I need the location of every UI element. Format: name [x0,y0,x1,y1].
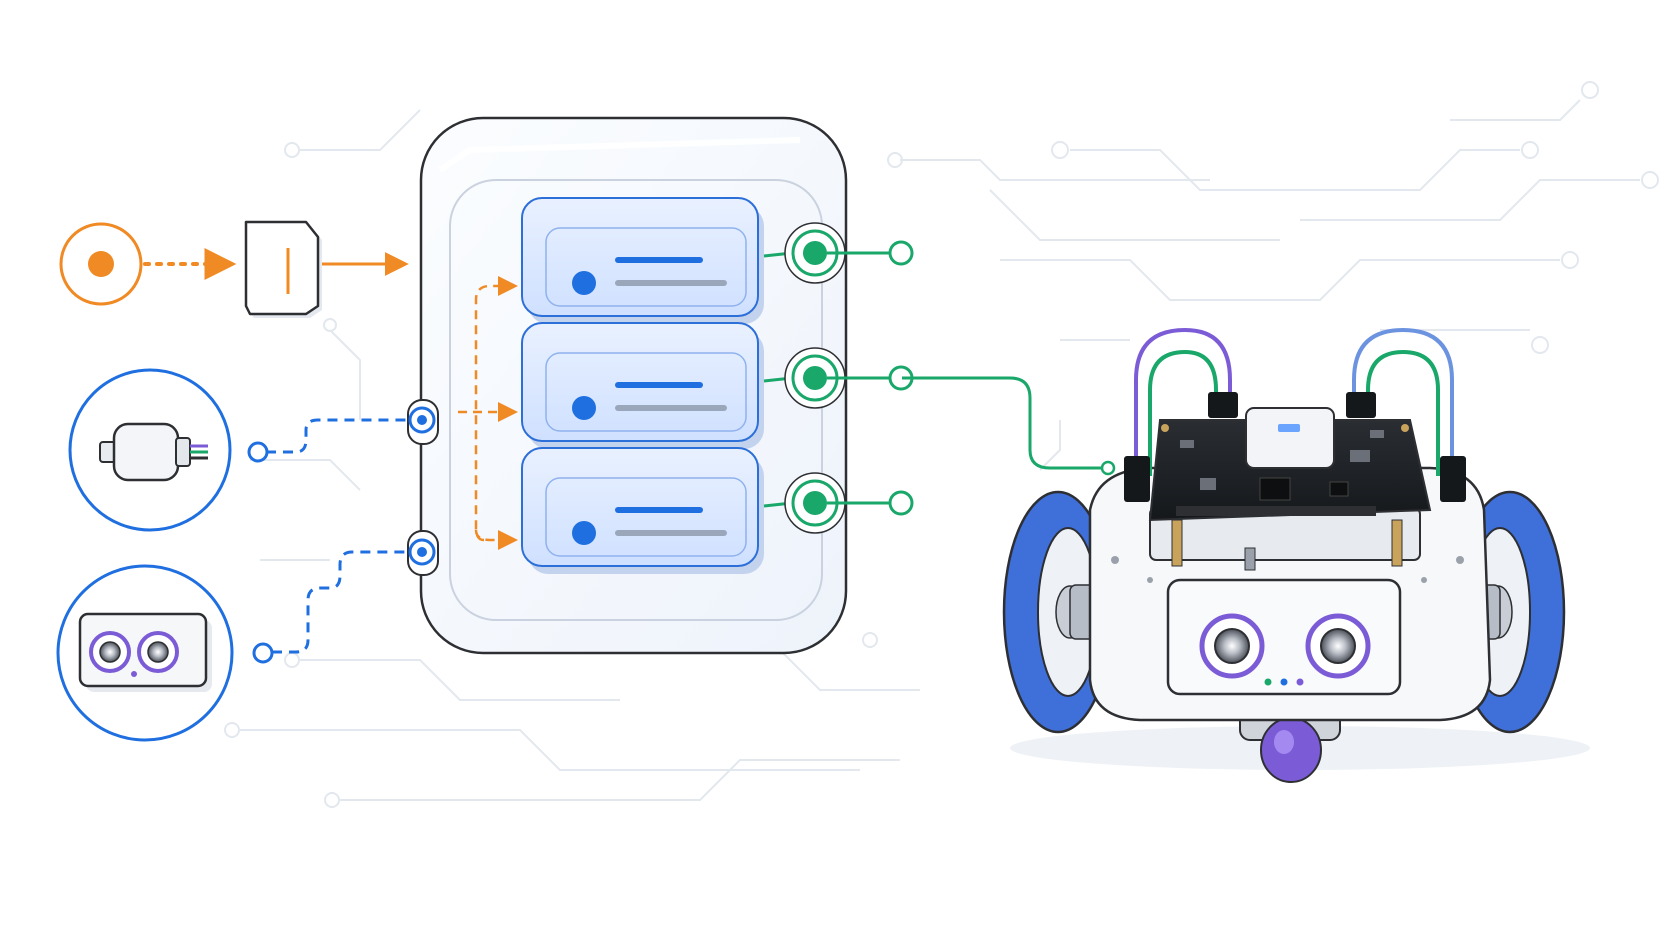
module-status-dot [572,396,596,420]
left-wheel-icon [1002,490,1114,734]
module-status-dot [572,271,596,295]
input-trigger [59,222,143,306]
ultrasonic-sensor-icon [78,612,212,692]
output-endpoint [888,240,914,266]
motor-icon [99,422,208,482]
hub-modules [521,197,764,574]
module-status-dot [572,521,596,545]
hub-outputs [763,222,914,534]
controller-board-icon [1148,407,1432,522]
hub-input-port-bottom [407,530,439,576]
hub-input-port-middle [407,399,439,445]
robot-car-icon [1002,327,1590,783]
internal-routing [458,276,518,550]
output-port-icon [763,222,914,284]
motor-dashed-line [266,418,412,454]
input-motor [68,368,232,532]
ultrasonic-line-start-port [252,642,274,664]
ultrasonic-eyes-icon [1166,578,1402,696]
motor-line-start-port [247,441,269,463]
robot-connection-end [1100,460,1116,476]
output-port-icon [763,347,914,409]
record-dot-center [88,251,114,277]
input-ultrasonic [56,564,234,742]
output-port-icon [763,472,914,534]
module-card-icon [521,447,764,574]
jumper-wires [1134,327,1454,476]
module-card-icon [521,197,764,324]
ultrasonic-dashed-line [272,550,412,654]
connector-block-icon [244,220,322,318]
robot-connection-line [902,376,1102,470]
output-endpoint [888,490,914,516]
module-card-icon [521,322,764,449]
